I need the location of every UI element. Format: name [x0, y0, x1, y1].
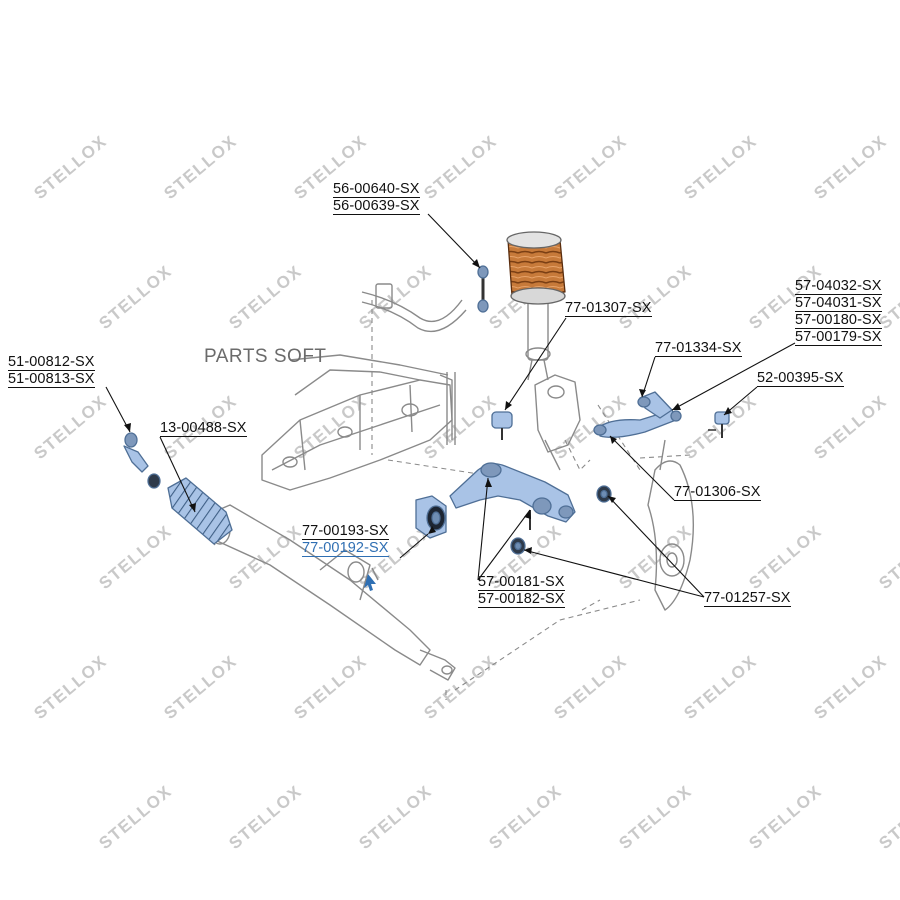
- watermark-tile: STELLOX: [290, 651, 370, 723]
- sway-link: [477, 265, 489, 313]
- small-bushing-upper: [596, 485, 612, 503]
- watermark-tile: STELLOX: [875, 781, 900, 853]
- rack-boot: [167, 477, 233, 545]
- watermark-tile: STELLOX: [875, 521, 900, 593]
- watermark-tile: STELLOX: [745, 781, 825, 853]
- callout-tie-rod-end: 51-00812-SX 51-00813-SX: [8, 354, 95, 388]
- watermark-tile: STELLOX: [160, 651, 240, 723]
- watermark-tile: STELLOX: [810, 131, 890, 203]
- tie-rod-end: [123, 432, 161, 489]
- watermark-tile: STELLOX: [160, 131, 240, 203]
- callout-rack-boot: 13-00488-SX: [160, 420, 247, 437]
- ball-joint: [708, 411, 730, 438]
- arrow-heads: [124, 259, 732, 554]
- watermark-tile: STELLOX: [95, 521, 175, 593]
- callout-lower-arm-bushing: 77-00193-SX 77-00192-SX: [302, 523, 389, 557]
- watermark-tile: STELLOX: [225, 781, 305, 853]
- strut-bushing: [491, 411, 513, 440]
- overlay-watermark: PARTS SOFT: [204, 346, 327, 367]
- watermark-tile: STELLOX: [485, 781, 565, 853]
- watermark-tile: STELLOX: [615, 781, 695, 853]
- cursor-arrow-icon: [364, 574, 376, 591]
- watermark-tile: STELLOX: [225, 521, 305, 593]
- watermark-tile: STELLOX: [550, 651, 630, 723]
- watermark-tile: STELLOX: [30, 131, 110, 203]
- small-bushing-lower: [510, 537, 526, 555]
- watermark-tile: STELLOX: [355, 781, 435, 853]
- watermark-tile: STELLOX: [680, 391, 760, 463]
- watermark-tile: STELLOX: [95, 261, 175, 333]
- watermark-tile: STELLOX: [680, 651, 760, 723]
- callout-upper-arm: 57-04032-SX 57-04031-SX 57-00180-SX 57-0…: [795, 278, 882, 346]
- callout-lower-arm: 57-00181-SX 57-00182-SX: [478, 574, 565, 608]
- watermark-tile: STELLOX: [355, 261, 435, 333]
- callout-leaders: [105, 213, 796, 598]
- watermark-tile: STELLOX: [290, 391, 370, 463]
- watermark-tile: STELLOX: [95, 781, 175, 853]
- lower-arm-bushing: [415, 495, 447, 539]
- callout-strut-bushing: 77-01307-SX: [565, 300, 652, 317]
- lower-control-arm: [449, 462, 576, 523]
- watermark-tile: STELLOX: [680, 131, 760, 203]
- callout-upper-arm-rear-bushing: 77-01306-SX: [674, 484, 761, 501]
- coil-spring: [506, 231, 566, 305]
- watermark-tile: STELLOX: [225, 261, 305, 333]
- watermark-tile: STELLOX: [420, 131, 500, 203]
- watermark-tile: STELLOX: [420, 651, 500, 723]
- subframe-line-art: [194, 283, 694, 681]
- watermark-tile: STELLOX: [615, 261, 695, 333]
- watermark-tile: STELLOX: [745, 521, 825, 593]
- callout-small-bushing: 77-01257-SX: [704, 590, 791, 607]
- watermark-tile: STELLOX: [30, 651, 110, 723]
- callout-upper-arm-bushing: 77-01334-SX: [655, 340, 742, 357]
- highlighted-part-number[interactable]: 77-00192-SX: [302, 540, 389, 557]
- watermark-tile: STELLOX: [810, 391, 890, 463]
- watermark-tile: STELLOX: [550, 131, 630, 203]
- upper-control-arm: [593, 391, 682, 438]
- watermark-tile: STELLOX: [30, 391, 110, 463]
- watermark-tile: STELLOX: [810, 651, 890, 723]
- callout-ball-joint: 52-00395-SX: [757, 370, 844, 387]
- highlighted-parts: [123, 231, 730, 555]
- callout-sway-link: 56-00640-SX 56-00639-SX: [333, 181, 420, 215]
- watermark-tile: STELLOX: [420, 391, 500, 463]
